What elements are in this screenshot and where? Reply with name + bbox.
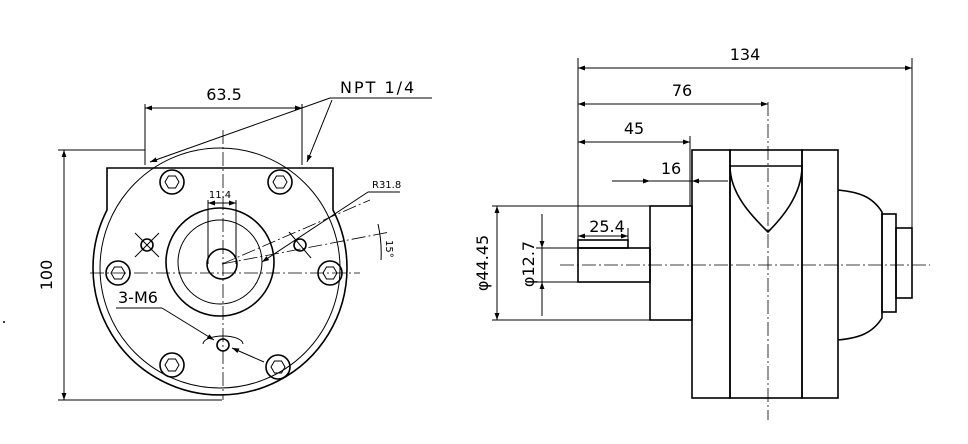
hub-outer [165,207,275,317]
flange-outline [92,167,348,396]
side-body [729,149,803,399]
dim-radius: R31.8 [372,180,401,191]
side-nipple [895,227,913,299]
hex-bolt-icon [159,352,185,378]
side-collar [649,205,693,321]
centerline-radial [221,231,391,265]
hub-inner [177,219,263,305]
hex-bolt-icon [267,169,293,195]
dim-16: 16 [661,159,681,178]
threaded-hole-icon [202,335,244,352]
dim-11-4: 11.4 [209,190,231,201]
side-cutout [729,165,803,234]
centerline-radial2 [221,199,371,265]
hex-bolt-icon [265,354,291,380]
m6-leader [161,307,215,341]
front-view: 63.5 NPT 1/4 100 11.4 R31.8 15° 3-M6 [37,78,432,401]
dim-dia-12: φ12.7 [519,241,538,287]
side-flange [691,149,731,399]
threaded-hole-icon [288,231,312,259]
threaded-hole-icon [134,232,160,258]
hex-bolt-icon [105,260,131,286]
side-view: 134 76 45 16 25.4 φ44.45 φ12.7 [473,45,930,420]
side-fitting [881,213,897,313]
side-rear [801,149,839,399]
dim-134: 134 [730,45,761,64]
flange-circle [99,147,341,389]
dim-63-5: 63.5 [206,85,242,104]
npt-label: NPT 1/4 [340,78,416,97]
npt-leader [306,99,333,163]
npt-leader [149,97,331,163]
dim-angle: 15° [383,240,394,258]
shaft [206,248,238,280]
side-key [577,239,629,249]
dim-45: 45 [624,119,644,138]
dim-25-4: 25.4 [589,217,625,236]
radius-leader [261,191,369,263]
stray-dot [3,321,5,323]
hex-bolt-icon [159,169,185,195]
hex-bolt-icon [317,260,343,286]
dim-dia-44: φ44.45 [473,235,492,291]
m6-label: 3-M6 [118,288,158,307]
dim-76: 76 [672,81,692,100]
angle-arc [377,223,382,261]
dim-100: 100 [37,260,56,291]
m6-leader-2 [231,347,265,363]
